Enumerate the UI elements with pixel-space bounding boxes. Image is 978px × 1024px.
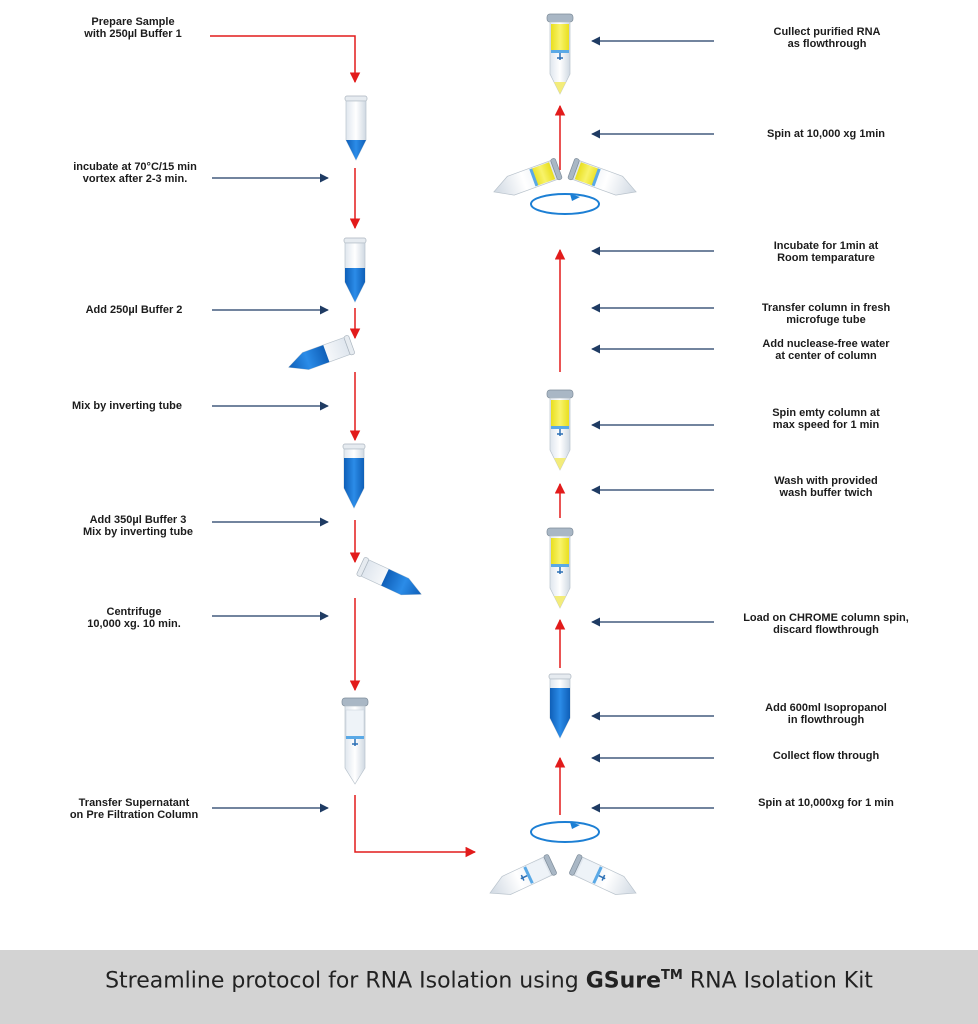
caption-bar <box>0 950 978 1024</box>
caption-prefix: Streamline protocol for RNA Isolation us… <box>105 968 586 994</box>
caption-suffix: RNA Isolation Kit <box>682 968 873 994</box>
tube-tilted-mix-icon <box>284 334 356 378</box>
step-add-buffer2: Add 250µl Buffer 2 <box>85 304 183 316</box>
red-arrow-transfer <box>354 795 477 858</box>
protocol-flow-diagram <box>210 13 714 904</box>
step-load-column: Load on CHROME column spin,discard flowt… <box>743 612 909 636</box>
caption-brand: GSure <box>585 968 662 994</box>
figure-caption: Streamline protocol for RNA Isolation us… <box>0 968 978 993</box>
red-arrow-start <box>210 35 361 84</box>
tube-isopropanol-icon <box>548 673 572 739</box>
centrifuge-clear-left-icon <box>484 853 558 904</box>
centrifuge-clear-right-icon <box>568 853 642 904</box>
step-spin-final: Spin at 10,000 xg 1min <box>767 128 885 140</box>
left-label-arrows <box>212 173 329 813</box>
prefiltration-column-icon <box>341 697 369 785</box>
step-spin-1min: Spin at 10,000xg for 1 min <box>758 797 894 809</box>
right-label-arrows <box>591 36 714 813</box>
tube-tilted-centrifuge-icon <box>355 556 426 604</box>
rotation-cw-bottom-icon <box>530 821 600 843</box>
step-mix-inverting: Mix by inverting tube <box>71 400 183 412</box>
column-wash-icon <box>546 527 574 609</box>
collection-column-final-icon <box>546 13 574 95</box>
column-empty-spin-icon <box>546 389 574 471</box>
tube-buffer3-icon <box>342 443 366 509</box>
caption-brand-sup: TM <box>661 968 683 983</box>
left-flow-arrows <box>210 35 477 858</box>
tube-sample-icon <box>344 95 368 161</box>
tube-buffer1-icon <box>343 237 367 303</box>
rotation-cw-icon <box>530 193 600 215</box>
step-collect-flow: Collect flow through <box>772 750 880 762</box>
